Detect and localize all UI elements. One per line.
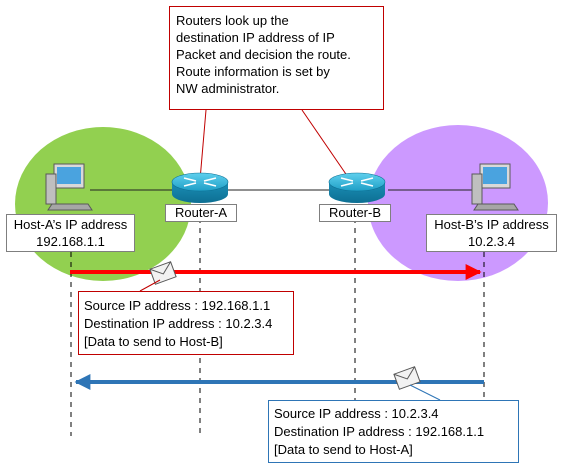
network-b-ellipse: [368, 125, 548, 281]
router-b-label: Router-B: [319, 204, 391, 222]
host-a-label: Host-A’s IP address 192.168.1.1: [6, 214, 135, 252]
packet-forward-line: [Data to send to Host-B]: [84, 334, 223, 349]
callout-line: Routers look up the: [176, 13, 289, 28]
callout-line: destination IP address of IP: [176, 30, 335, 45]
router-a-icon: [171, 172, 229, 203]
envelope-forward-icon: [149, 261, 177, 285]
packet-return-line: [Data to send to Host-A]: [274, 442, 413, 457]
host-a-computer-icon: [45, 163, 93, 211]
host-b-ip: 10.2.3.4: [468, 234, 515, 249]
callout-pointer-a: [199, 109, 207, 181]
packet-return-box: Source IP address : 10.2.3.4 Destination…: [268, 400, 519, 463]
packet-forward-line: Source IP address : 192.168.1.1: [84, 298, 271, 313]
host-b-label: Host-B’s IP address 10.2.3.4: [426, 214, 557, 252]
host-a-ip: 192.168.1.1: [36, 234, 105, 249]
router-b-icon: [328, 172, 386, 203]
callout-line: Route information is set by: [176, 64, 330, 79]
envelope-return-icon: [393, 366, 421, 390]
router-a-label: Router-A: [165, 204, 237, 222]
host-b-computer-icon: [471, 163, 519, 211]
packet-return-pointer: [409, 384, 441, 401]
host-a-label-title: Host-A’s IP address: [13, 217, 128, 232]
callout-pointer-b: [301, 109, 351, 181]
router-callout: Routers look up the destination IP addre…: [169, 6, 384, 110]
packet-return-line: Destination IP address : 192.168.1.1: [274, 424, 485, 439]
packet-return-line: Source IP address : 10.2.3.4: [274, 406, 439, 421]
packet-forward-line: Destination IP address : 10.2.3.4: [84, 316, 273, 331]
callout-line: NW administrator.: [176, 81, 280, 96]
packet-forward-pointer: [139, 279, 161, 292]
callout-line: Packet and decision the route.: [176, 47, 351, 62]
host-b-label-title: Host-B’s IP address: [434, 217, 549, 232]
packet-forward-box: Source IP address : 192.168.1.1 Destinat…: [78, 291, 294, 355]
